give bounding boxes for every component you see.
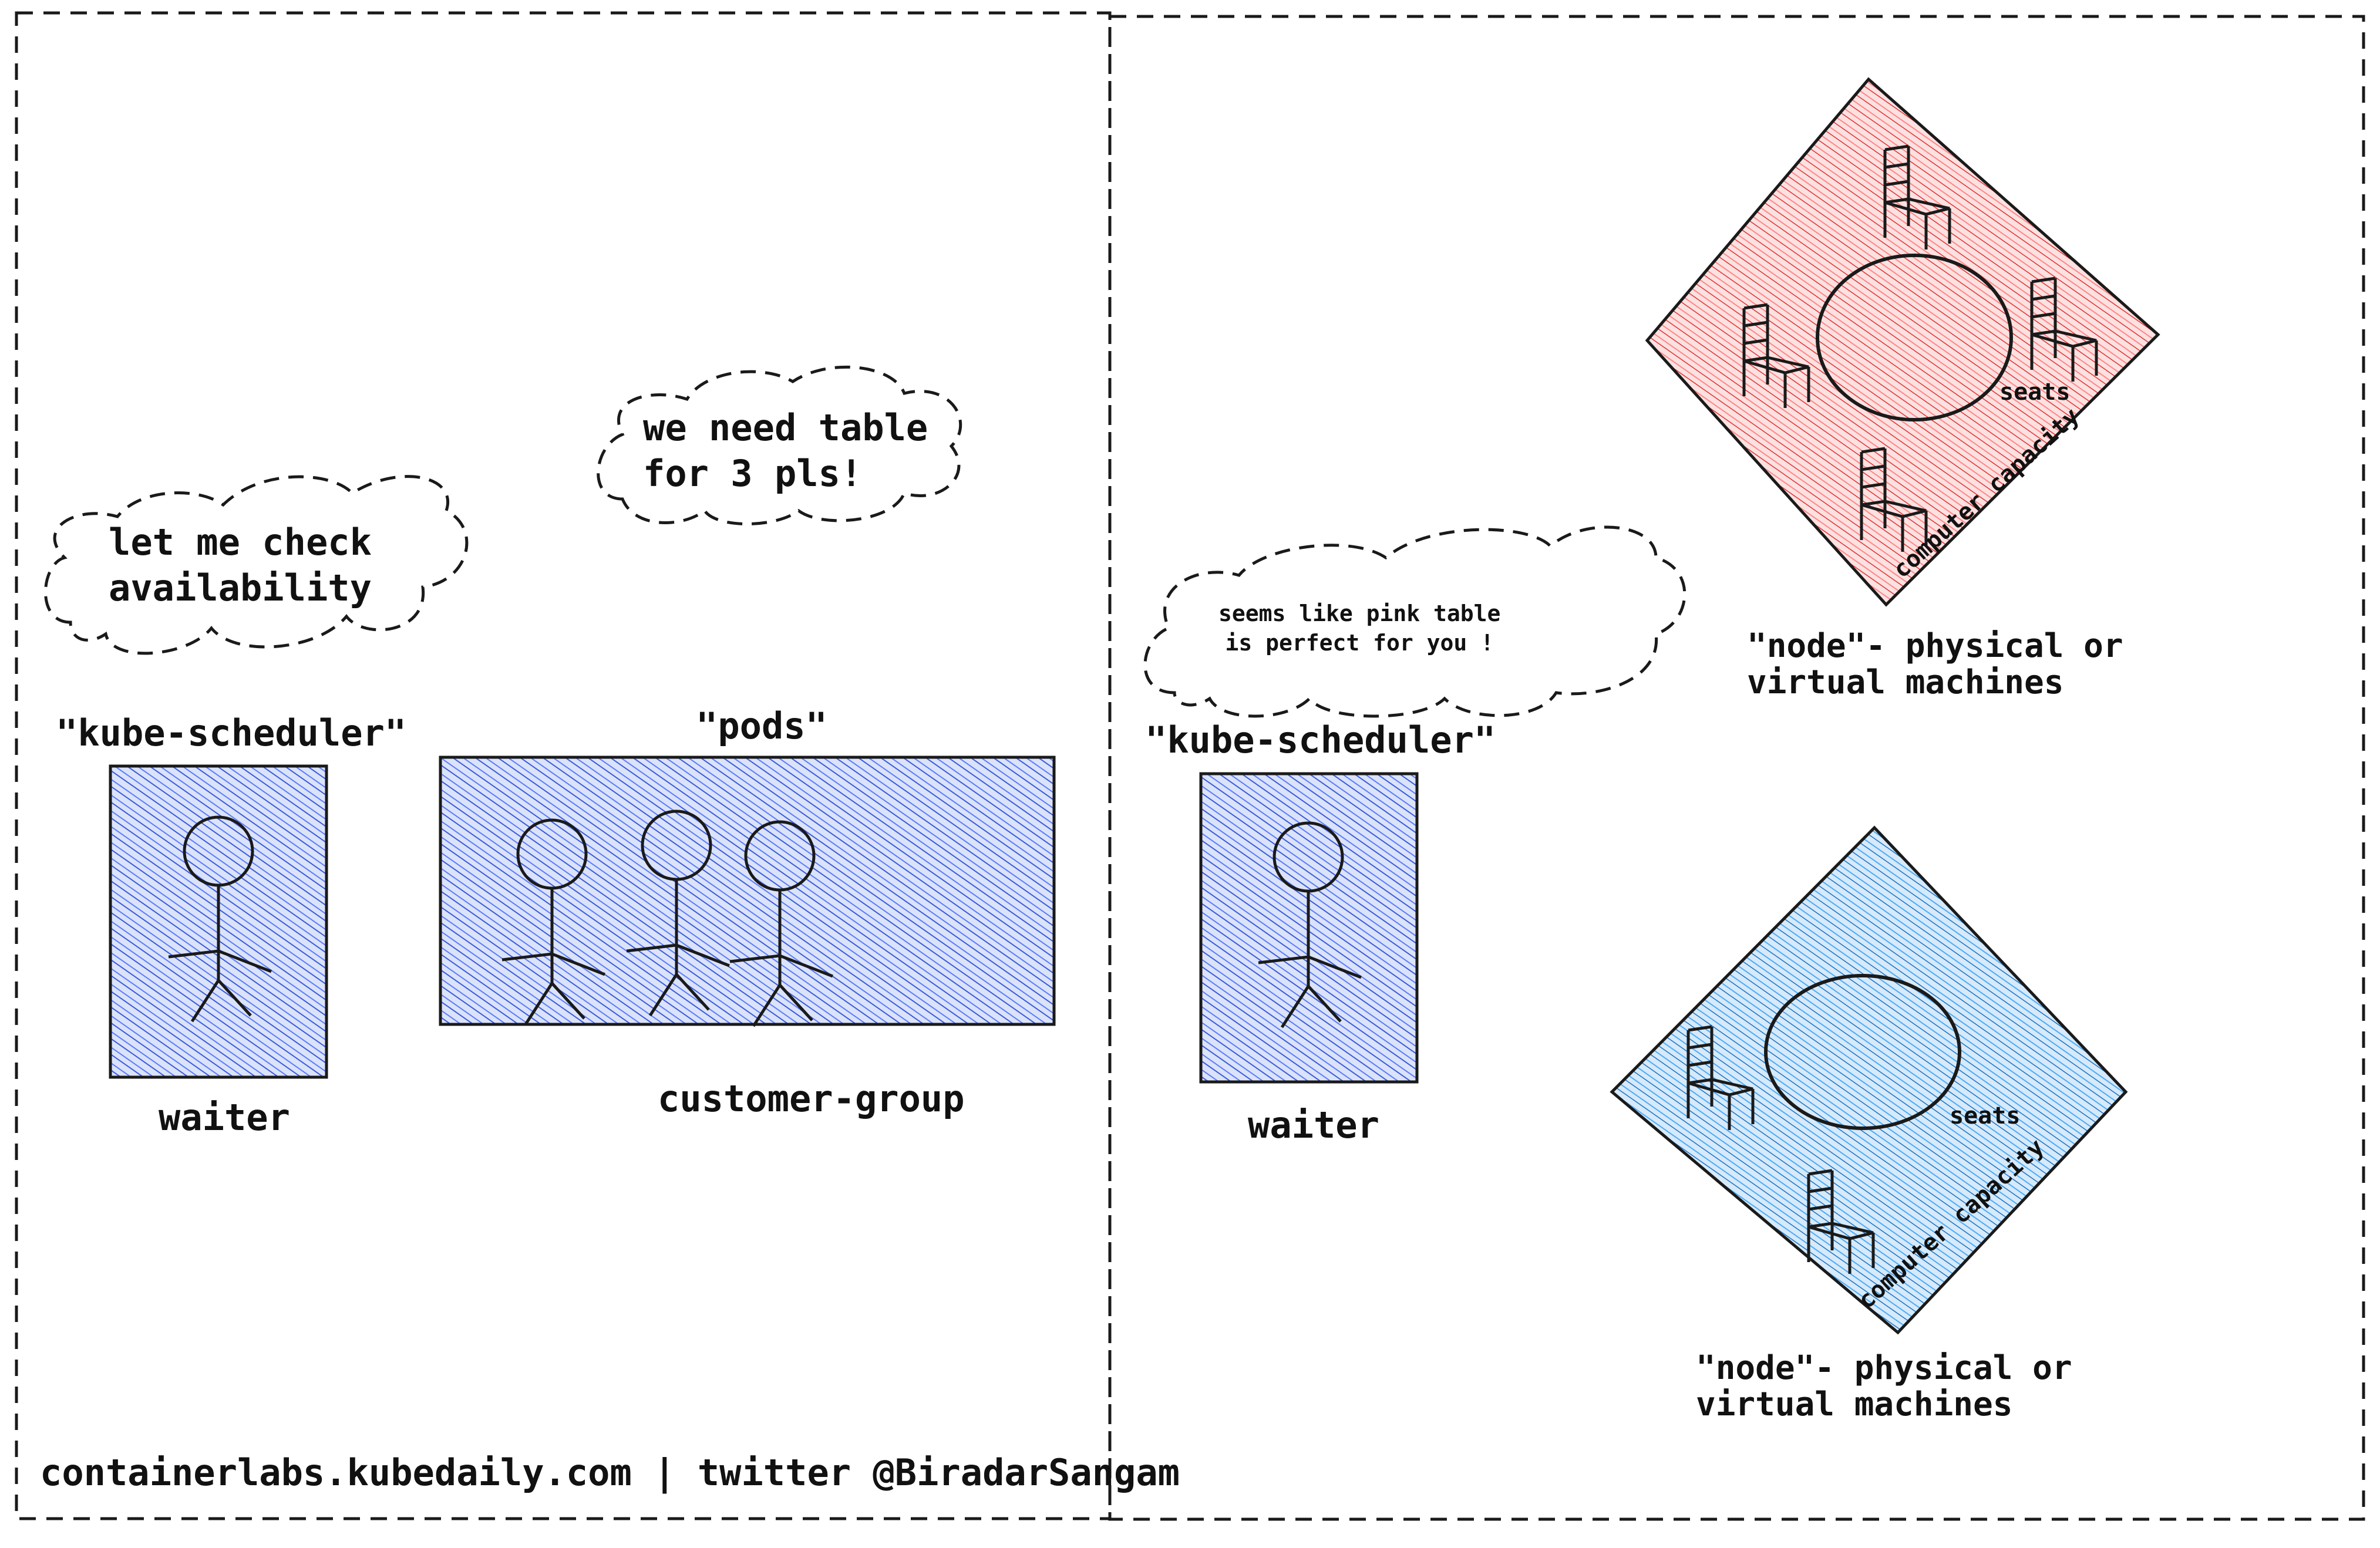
blue-node-table [1764,974,1961,1130]
customer-group-label: customer-group [658,1077,965,1120]
scheduler-bubble-text: let me check availability [109,521,372,609]
right-scheduler-thought-bubble [1143,525,1686,718]
pods-label: "pods" [696,704,827,747]
red-node-table [1816,254,2013,421]
blue-seats-label: seats [1950,1102,2021,1129]
right-panel-border [1108,15,2365,1521]
scheduler-label: "kube-scheduler" [56,711,407,754]
right-scheduler-bubble-text: seems like pink table is perfect for you… [1218,601,1501,656]
right-scheduler-label: "kube-scheduler" [1145,719,1496,761]
waiter-label: waiter [159,1096,290,1139]
blue-node-caption: "node"- physical or virtual machines [1696,1349,2072,1424]
pods-box [439,756,1056,1026]
right-waiter-label: waiter [1248,1104,1379,1146]
pods-thought-bubble [597,365,962,525]
pods-bubble-text: we need table for 3 pls! [643,406,928,495]
red-seats-label: seats [1999,379,2071,406]
scheduler-thought-bubble [44,475,469,655]
red-node-caption: "node"- physical or virtual machines [1747,627,2123,702]
footer-credit: containerlabs.kubedaily.com | twitter @B… [40,1451,1180,1494]
